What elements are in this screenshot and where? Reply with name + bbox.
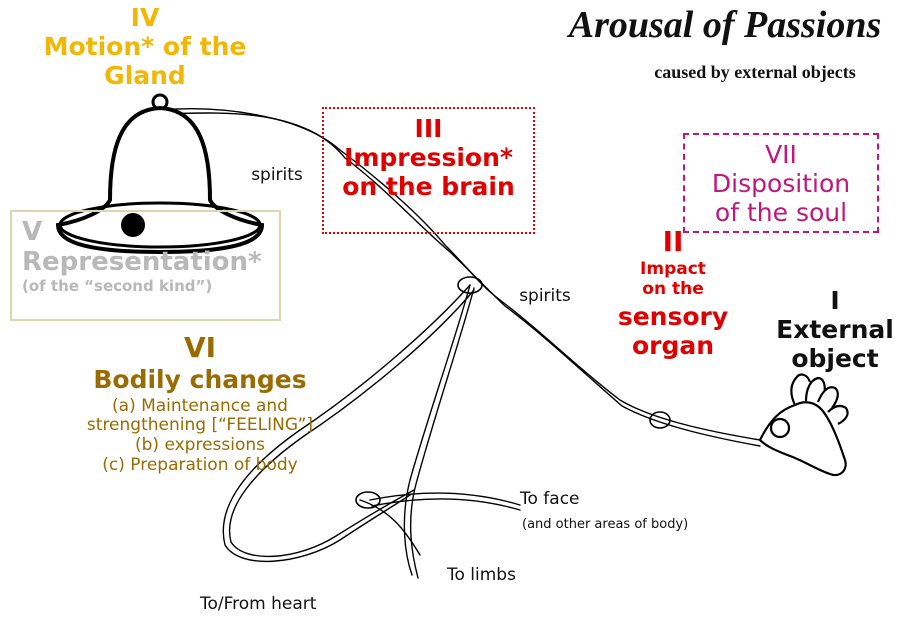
- stage-i-label: I External object: [760, 287, 910, 373]
- stage-ii-label: II Impact on the sensory organ: [598, 226, 748, 361]
- stage-vi-item-c: (c) Preparation of body: [20, 456, 380, 476]
- stage-v-numeral: V: [22, 218, 280, 248]
- stage-vii-label: VII Disposition of the soul: [683, 141, 879, 227]
- stage-vi-item-a-2: strengthening [“FEELING”]: [20, 416, 380, 436]
- stage-vi-heading: Bodily changes: [20, 366, 380, 395]
- hand-ok-icon: [760, 375, 848, 476]
- stage-iv-label: IV Motion* of the Gland: [20, 4, 270, 90]
- stage-i-line1: External: [760, 316, 910, 345]
- stage-iv-line1: Motion* of the: [20, 33, 270, 62]
- spirits-label-right: spirits: [505, 287, 585, 307]
- to-face-label: To face: [520, 490, 640, 510]
- stage-i-line2: object: [760, 345, 910, 374]
- stage-vi-item-b: (b) expressions: [20, 436, 380, 456]
- spirits-label-left: spirits: [237, 166, 317, 186]
- to-limbs-label: To limbs: [447, 566, 567, 586]
- stage-ii-line3: sensory: [598, 303, 748, 332]
- stage-iii-numeral: III: [322, 115, 535, 144]
- to-face-note: (and other areas of body): [522, 518, 762, 533]
- stage-ii-line4: organ: [598, 332, 748, 361]
- stage-ii-numeral: II: [598, 226, 748, 258]
- nerve-string-center-b: [411, 288, 474, 578]
- stage-iv-numeral: IV: [20, 4, 270, 33]
- stage-iii-label: III Impression* on the brain: [322, 115, 535, 201]
- page-subtitle: caused by external objects: [590, 62, 917, 83]
- stage-iii-line1: Impression*: [322, 144, 535, 173]
- stage-vii-line1: Disposition: [683, 170, 879, 199]
- stage-iv-line2: Gland: [20, 62, 270, 91]
- stage-vi-label: VI Bodily changes (a) Maintenance and st…: [20, 332, 380, 475]
- stage-vii-line2: of the soul: [683, 199, 879, 228]
- stage-vi-item-a-1: (a) Maintenance and: [20, 397, 380, 417]
- stage-ii-line1: Impact: [598, 260, 748, 280]
- stage-vii-numeral: VII: [683, 141, 879, 170]
- stage-v-line2: (of the “second kind”): [22, 278, 280, 295]
- stage-ii-line2: on the: [598, 280, 748, 300]
- stage-v-label: V Representation* (of the “second kind”): [22, 218, 280, 295]
- to-heart-label: To/From heart: [200, 595, 380, 615]
- stage-vi-numeral: VI: [20, 332, 380, 364]
- stage-i-numeral: I: [760, 287, 910, 316]
- stage-v-line1: Representation*: [22, 248, 280, 278]
- stage-iii-line2: on the brain: [322, 173, 535, 202]
- page-title: Arousal of Passions: [530, 4, 917, 48]
